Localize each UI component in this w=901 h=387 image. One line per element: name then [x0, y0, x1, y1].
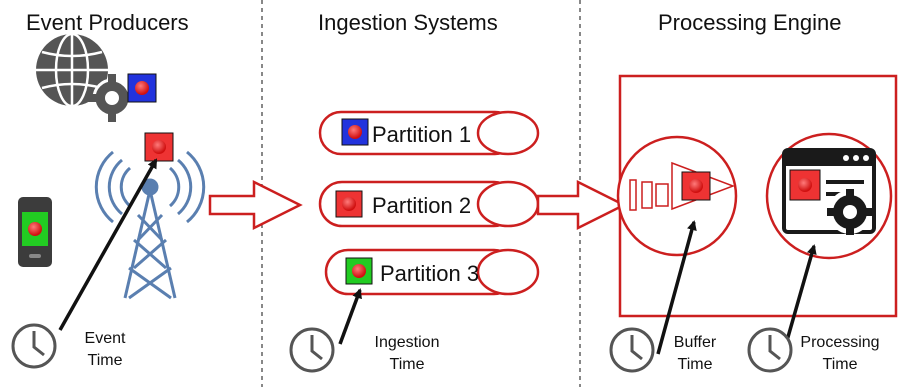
partition-1: Partition 1: [318, 110, 540, 156]
clock-icon: [289, 327, 335, 373]
partition-3: Partition 3: [324, 248, 540, 296]
globe-gear-icon: [36, 32, 136, 122]
partition-2-label: Partition 2: [372, 193, 471, 218]
buffer-icon: [616, 135, 738, 257]
column-title-ingestion: Ingestion Systems: [318, 10, 498, 35]
flow-arrow-to-processing: [536, 179, 627, 231]
column-title-producers: Event Producers: [26, 10, 189, 35]
ingestion-time-arrow: [338, 288, 362, 345]
clock-icon: [747, 327, 793, 373]
radio-tower-icon: [94, 150, 206, 300]
processing-time-arrow: [784, 244, 817, 345]
partition-1-label: Partition 1: [372, 122, 471, 147]
event-marker-blue: [127, 73, 157, 103]
event-time-arrow: [58, 158, 158, 331]
clock-icon: [609, 327, 655, 373]
buffer-time-arrow: [656, 220, 697, 355]
partition-2: Partition 2: [318, 180, 540, 228]
partition-3-label: Partition 3: [380, 261, 479, 286]
phone-icon: [18, 197, 52, 267]
browser-gear-icon: [765, 132, 893, 260]
column-title-processing: Processing Engine: [658, 10, 842, 35]
flow-arrow-to-ingestion: [208, 179, 303, 231]
event-marker-red: [144, 132, 174, 162]
clock-icon: [11, 323, 57, 369]
